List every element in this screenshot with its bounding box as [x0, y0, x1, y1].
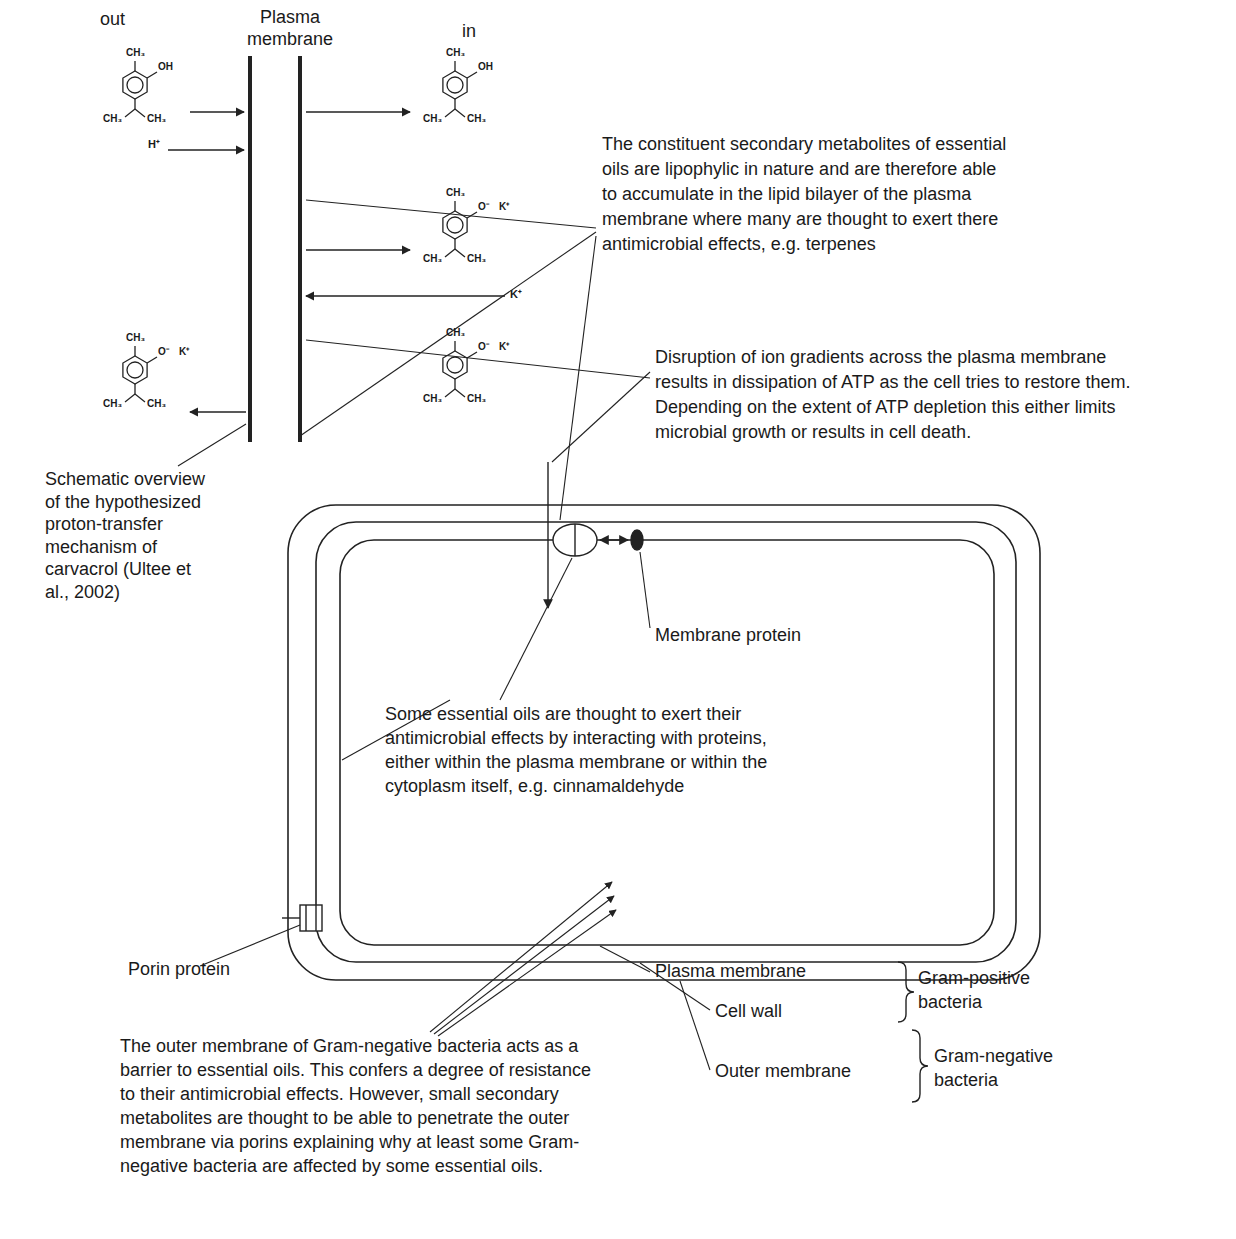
- group-label: Gram-positive bacteria: [918, 966, 1043, 1014]
- chem-group: OH: [158, 61, 173, 73]
- chem-group: O⁻: [478, 201, 489, 213]
- annotation-text: The constituent secondary metabolites of…: [602, 132, 1014, 257]
- porin-symbol: [282, 905, 322, 931]
- chem-group: CH₃: [103, 113, 122, 125]
- group-label: Gram-negative bacteria: [934, 1044, 1064, 1092]
- chem-group: CH₃: [147, 113, 166, 125]
- chem-group: CH₃: [423, 113, 442, 125]
- chem-group: CH₃: [446, 187, 465, 199]
- chem-group: CH₃: [446, 47, 465, 59]
- chem-group: CH₃: [467, 253, 486, 265]
- part-label: Outer membrane: [715, 1060, 851, 1082]
- chem-group: CH₃: [467, 113, 486, 125]
- chem-group: CH₃: [103, 398, 122, 410]
- chem-group: CH₃: [467, 393, 486, 405]
- annotation-text: The outer membrane of Gram-negative bact…: [120, 1034, 610, 1178]
- ion-label: H⁺: [148, 138, 160, 151]
- membrane-bilayer: [250, 56, 300, 442]
- part-label: Membrane protein: [655, 624, 801, 646]
- side-label: out: [100, 8, 125, 30]
- ion-arrows: [168, 112, 505, 412]
- annotation-text: Disruption of ion gradients across the p…: [655, 345, 1135, 445]
- part-label: Cell wall: [715, 1000, 782, 1022]
- leader-lines: [178, 200, 710, 1070]
- chem-group: CH₃: [126, 332, 145, 344]
- ion-label: K⁺: [499, 341, 509, 353]
- ion-label: K⁺: [510, 288, 522, 301]
- chem-group: CH₃: [423, 393, 442, 405]
- part-label: Porin protein: [128, 958, 230, 980]
- chem-group: CH₃: [423, 253, 442, 265]
- part-label: Plasma membrane: [655, 960, 806, 982]
- membrane-label: Plasma membrane: [222, 6, 358, 50]
- side-label: in: [462, 20, 476, 42]
- annotation-text: Schematic overview of the hypothesized p…: [45, 468, 213, 603]
- annotation-text: Some essential oils are thought to exert…: [385, 702, 785, 798]
- ion-label: K⁺: [179, 346, 189, 358]
- chem-group: O⁻: [158, 346, 169, 358]
- chem-group: CH₃: [126, 47, 145, 59]
- ion-label: K⁺: [499, 201, 509, 213]
- membrane-protein-symbol: [548, 462, 643, 608]
- chem-group: OH: [478, 61, 493, 73]
- chem-group: O⁻: [478, 341, 489, 353]
- chem-group: CH₃: [446, 327, 465, 339]
- chem-group: CH₃: [147, 398, 166, 410]
- cell-envelope: [288, 505, 1040, 980]
